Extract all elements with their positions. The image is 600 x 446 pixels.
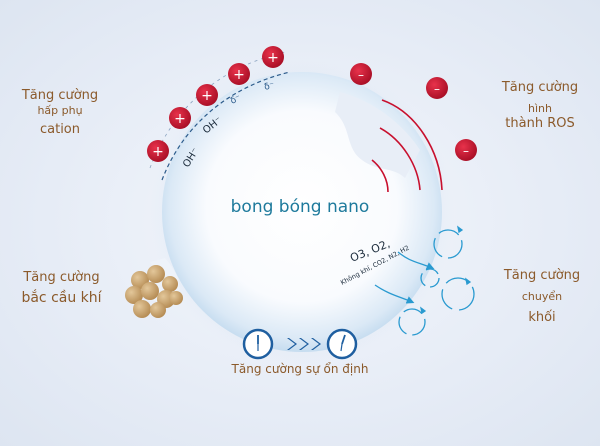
ros-ion: – <box>426 77 448 99</box>
svg-text:+: + <box>201 88 213 104</box>
ros-ion-group: – – – <box>350 63 477 161</box>
cation-ion: + <box>169 107 191 129</box>
swirl-arrow-icon <box>420 268 440 288</box>
center-title: bong bóng nano <box>230 197 370 217</box>
swirl-arrow-icon <box>441 277 475 311</box>
cation-ion: + <box>262 46 284 68</box>
bubble-notch <box>335 92 420 178</box>
label-line: khối <box>528 310 556 325</box>
swirl-arrow-icon <box>433 229 463 259</box>
label-line: bắc cầu khí <box>21 290 102 307</box>
svg-text:+: + <box>152 144 164 160</box>
delta-label: δ⁻ <box>263 81 276 93</box>
cation-group: + + + + + <box>147 46 284 162</box>
svg-text:–: – <box>358 68 364 82</box>
label-line: Tăng cường <box>23 270 100 285</box>
label-line: Tăng cường <box>501 80 579 95</box>
swirl-arrow-icon <box>398 308 426 336</box>
label-line: Tăng cường <box>21 88 99 103</box>
label-line: hấp phụ <box>37 104 83 118</box>
gas-particle-cluster-icon <box>125 265 183 318</box>
label-line: chuyển <box>521 290 563 304</box>
label-line: thành ROS <box>505 116 575 131</box>
delta-label: δ⁻ <box>229 93 243 107</box>
svg-text:+: + <box>174 111 186 127</box>
svg-text:–: – <box>434 82 440 96</box>
label-line: cation <box>39 122 80 137</box>
oh-layer-arc <box>161 71 291 181</box>
svg-text:+: + <box>233 67 245 83</box>
cation-ion: + <box>196 84 218 106</box>
svg-text:+: + <box>267 50 279 66</box>
label-gas-bridging: Tăng cường bắc cầu khí <box>4 270 119 308</box>
ros-arc-1 <box>371 159 389 193</box>
ros-arc-2 <box>379 127 421 191</box>
label-cation-adsorption: Tăng cường hấp phụ cation <box>10 88 110 138</box>
label-mass-transfer: Tăng cường chuyển khối <box>492 268 592 326</box>
label-stability: Tăng cường sự ổn định <box>231 362 369 376</box>
cation-ion: + <box>147 140 169 162</box>
ros-ion: – <box>350 63 372 85</box>
ros-arc-3 <box>381 99 443 191</box>
chevron-arrows-icon <box>287 338 321 350</box>
clock-icon <box>326 328 358 360</box>
clock-icon <box>242 328 274 360</box>
ros-ion: – <box>455 139 477 161</box>
svg-text:–: – <box>463 144 469 158</box>
label-line: hình <box>528 102 552 116</box>
label-line: Tăng cường <box>503 268 581 283</box>
label-ros-formation: Tăng cường hình thành ROS <box>490 80 590 132</box>
mass-transfer-arrows <box>374 225 475 336</box>
cation-ion: + <box>228 63 250 85</box>
